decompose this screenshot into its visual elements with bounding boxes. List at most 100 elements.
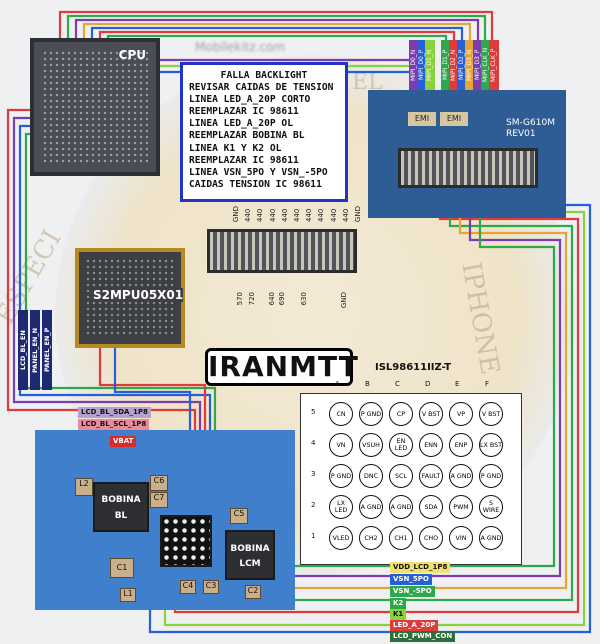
wire-left-2: [12, 116, 202, 440]
pin-label: GND: [232, 206, 240, 223]
emi-filter: EMI: [408, 112, 436, 126]
bga-ball: LX BST: [479, 433, 503, 457]
wire-left-1: [6, 108, 197, 440]
net-label-vdd-lcd: VDD_LCD_1P8: [390, 562, 451, 573]
bga-column-label: B: [365, 380, 370, 388]
component-label: C6: [150, 475, 168, 491]
bga-row-label: 4: [311, 439, 316, 447]
bga-column-label: C: [395, 380, 400, 388]
ic-part-number: ISL98611IIZ-T: [375, 362, 452, 373]
net-label-sda: LCD_BL_SDA_1P8: [78, 407, 151, 418]
net-label-lcd-bl-en: LCD_BL_EN: [18, 310, 28, 390]
bga-ball: P GND: [329, 464, 353, 488]
bga-ball: EN LED: [389, 433, 413, 457]
pmic-chip: S2MPU05X01: [75, 248, 185, 348]
note-line: LINEA K1 Y K2 OL: [189, 142, 282, 154]
net-label-vbat: VBAT: [110, 436, 137, 447]
pin-label: 440: [329, 208, 338, 223]
bga-ball: A GND: [479, 526, 503, 550]
bga-column-label: E: [455, 380, 460, 388]
bga-ball: LX LED: [329, 495, 353, 519]
note-line: LINEA VSN_5PO Y VSN_-5PO: [189, 166, 328, 178]
note-line: REEMPLAZAR IC 98611: [189, 154, 299, 166]
bga-ball: CH1: [389, 526, 413, 550]
bga-ball: ENN: [419, 433, 443, 457]
board-connector: [398, 148, 538, 188]
pin-label: 570: [236, 292, 244, 306]
bga-ball: VLED: [329, 526, 353, 550]
note-line: LINEA LED_A_20P CORTO: [189, 94, 311, 106]
pin-label: 440: [244, 208, 253, 223]
wire-left-3: [18, 124, 212, 440]
pin-label: 440: [292, 208, 301, 223]
cpu-label: CPU: [118, 48, 146, 62]
pin-label: 440: [317, 208, 326, 223]
net-label-vsn-neg-5po: VSN_-5PO: [390, 586, 435, 597]
bga-ball: CHO: [419, 526, 443, 550]
bga-column-label: F: [485, 380, 490, 388]
component-label: C7: [150, 492, 168, 508]
bga-ball: VP: [449, 402, 473, 426]
mipi-label: MIPI_CLK_P: [489, 40, 499, 90]
note-line: LINEA LED_A_20P OL: [189, 118, 293, 130]
bga-ball: DNC: [359, 464, 383, 488]
component-label: C4: [180, 580, 196, 594]
emi-filter: EMI: [440, 112, 468, 126]
connector-board: EMI EMI SM-G610M REV01: [368, 90, 566, 218]
bga-row-label: 3: [311, 470, 316, 478]
brand-logo: IRANMTT: [205, 348, 358, 386]
site-header: Mobilekitz.com: [195, 40, 286, 54]
lcd-connector: [207, 229, 357, 273]
bga-row-label: 2: [311, 501, 316, 509]
bga-ball: VSUH: [359, 433, 383, 457]
net-label-panel-en-n: PANEL_EN_N: [30, 310, 40, 390]
backlight-board: BOBINA BL BOBINA LCM L2 C6 C7 C5 C1 L1 C…: [35, 430, 295, 610]
bga-ball: P GND: [479, 464, 503, 488]
net-label-k2: K2: [390, 598, 407, 609]
component-label: C5: [230, 508, 248, 524]
pin-label: 640: [268, 292, 276, 306]
bobina-bl-label: BOBINA BL: [101, 495, 141, 521]
bga-ball: VIN: [449, 526, 473, 550]
isl98611-ic: [160, 515, 212, 567]
bga-column-label: A: [335, 380, 340, 388]
wire-mipi-4: [82, 22, 472, 40]
bga-column-label: D: [425, 380, 431, 388]
pin-label: 440: [256, 208, 265, 223]
wire-mipi-1: [58, 10, 494, 40]
bga-ball: VN: [329, 433, 353, 457]
note-title: FALLA BACKLIGHT: [220, 70, 308, 81]
board-revision: REV01: [506, 129, 536, 139]
bga-ball: S WIRE: [479, 495, 503, 519]
component-label: C2: [245, 585, 261, 599]
bga-ball: CN: [329, 402, 353, 426]
mipi-label: MIPI_D1_N: [425, 40, 435, 90]
wire-mipi-6: [98, 30, 456, 40]
note-line: REEMPLAZAR BOBINA BL: [189, 130, 305, 142]
pin-label: 440: [341, 208, 350, 223]
pin-label: 720: [248, 292, 256, 306]
bga-ball: A GND: [389, 495, 413, 519]
wire-pmic: [98, 348, 207, 440]
cpu-ball-grid: [42, 50, 148, 164]
board-model: SM-G610M: [506, 118, 555, 128]
note-line: REVISAR CAIDAS DE TENSION: [189, 82, 334, 94]
bga-ball: PWM: [449, 495, 473, 519]
diagnosis-note: FALLA BACKLIGHT REVISAR CAIDAS DE TENSIO…: [180, 62, 348, 202]
net-label-k1: K1: [390, 609, 407, 620]
pin-label: GND: [353, 206, 362, 223]
pmic-label: S2MPU05X01: [93, 288, 184, 302]
bga-ball: CH2: [359, 526, 383, 550]
cpu-chip: CPU: [30, 38, 160, 176]
pin-label: GND: [340, 292, 348, 309]
net-label-vsn-5po: VSN_5PO: [390, 574, 432, 585]
wire-pmic-2: [113, 348, 192, 440]
net-label-panel-en-p: PANEL_EN_P: [42, 310, 52, 390]
component-label: L2: [75, 478, 93, 496]
bga-ball: A GND: [449, 464, 473, 488]
pin-label: 630: [300, 292, 308, 306]
pin-label: 690: [278, 292, 286, 306]
pin-label: 440: [305, 208, 314, 223]
bga-ball: A GND: [359, 495, 383, 519]
